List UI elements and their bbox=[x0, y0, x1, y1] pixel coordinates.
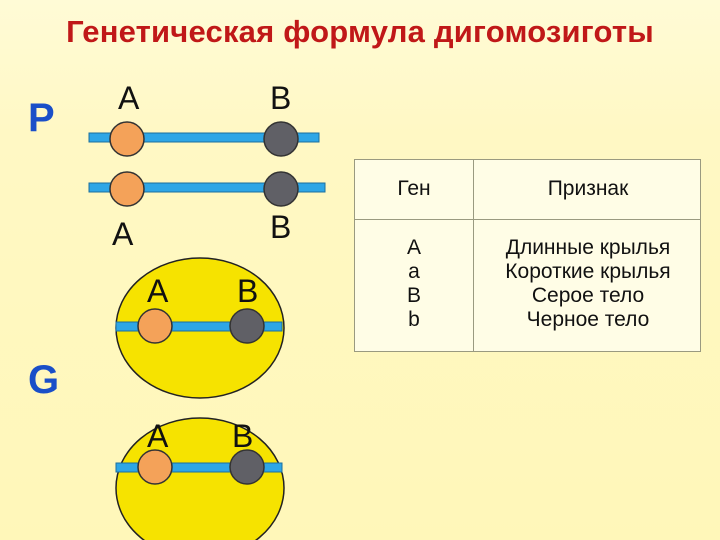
gene-locus-B-top bbox=[263, 121, 299, 157]
table-trait-column: Длинные крылья Короткие крылья Серое тел… bbox=[474, 236, 702, 332]
gene-label-bottom-left: A bbox=[112, 216, 134, 252]
table-cell-trait: Серое тело bbox=[531, 284, 645, 307]
table-cell-trait: Черное тело bbox=[526, 308, 650, 331]
gamete-cell-2 bbox=[115, 417, 285, 540]
table-gene-column: A a B b bbox=[355, 236, 473, 332]
gene-locus-A-top bbox=[109, 121, 145, 157]
table-cell-gene: B bbox=[406, 284, 421, 307]
gamete-label: G bbox=[28, 358, 60, 402]
gamete-2-gene-B bbox=[229, 449, 265, 485]
gene-label-top-right: B bbox=[270, 80, 292, 116]
table-cell-gene: A bbox=[406, 236, 421, 259]
gene-trait-table: Ген Признак A a B b Длинные крылья Корот… bbox=[354, 159, 701, 352]
gene-locus-B-bottom bbox=[263, 171, 299, 207]
chromosome-top bbox=[88, 132, 320, 143]
gene-label-bottom-right: B bbox=[270, 209, 292, 245]
table-column-divider bbox=[473, 160, 474, 351]
gamete-1-chromosome bbox=[115, 321, 283, 332]
chromosome-bottom bbox=[88, 182, 326, 193]
parent-label: P bbox=[28, 96, 55, 140]
gene-label-top-left: A bbox=[118, 80, 140, 116]
gamete-2-label-left: A bbox=[147, 418, 169, 454]
table-cell-trait: Длинные крылья bbox=[505, 236, 671, 259]
table-cell-trait: Короткие крылья bbox=[505, 260, 671, 283]
table-cell-gene: a bbox=[408, 260, 420, 283]
gene-locus-A-bottom bbox=[109, 171, 145, 207]
table-header-gene: Ген bbox=[397, 177, 431, 200]
gamete-2-label-right: B bbox=[232, 418, 254, 454]
gamete-1-label-right: B bbox=[237, 273, 259, 309]
gamete-2-gene-A bbox=[137, 449, 173, 485]
gamete-1-label-left: A bbox=[147, 273, 169, 309]
table-header-trait: Признак bbox=[547, 177, 629, 200]
table-header-divider bbox=[355, 219, 700, 220]
page-title: Генетическая формула дигомозиготы bbox=[66, 14, 654, 49]
gamete-1-gene-B bbox=[229, 308, 265, 344]
table-cell-gene: b bbox=[408, 308, 420, 331]
gamete-1-gene-A bbox=[137, 308, 173, 344]
gamete-2-chromosome bbox=[115, 462, 283, 473]
